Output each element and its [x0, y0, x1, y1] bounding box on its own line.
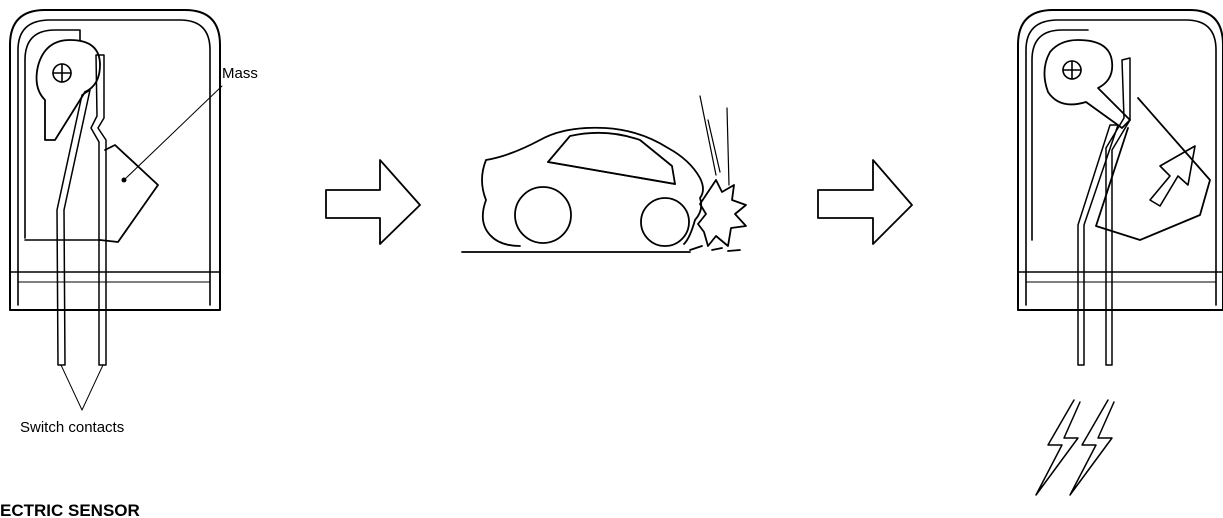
switch-contact-left — [56, 89, 91, 366]
crash-car — [461, 95, 747, 253]
switch-contact-right — [90, 54, 107, 366]
motion-arrow-icon — [1149, 145, 1196, 207]
switch-contacts-label: Switch contacts — [20, 419, 124, 436]
mass-label: Mass — [222, 65, 258, 82]
switch-contact-right — [1105, 57, 1131, 366]
right-arrow-icon — [817, 159, 913, 245]
mass-leader-line — [123, 85, 223, 181]
right-arrow-icon — [325, 159, 421, 245]
sensor-idle — [9, 9, 223, 411]
mass-block — [99, 144, 159, 243]
switch-contact-left — [1077, 124, 1119, 366]
mass-block — [1095, 97, 1211, 241]
wheel-rear — [514, 186, 572, 244]
section-caption: ECTRIC SENSOR — [0, 501, 140, 518]
car-window — [547, 131, 676, 185]
car-body — [481, 126, 704, 247]
sensor-housing-inner — [1025, 19, 1217, 306]
mass-frame — [24, 29, 101, 241]
lightning-bolt-icon — [1069, 399, 1115, 496]
sensor-housing-outer — [9, 9, 221, 311]
lightning-bolt-icon — [1035, 399, 1081, 496]
wheel-front — [640, 197, 690, 247]
impact-burst — [697, 179, 747, 247]
motion-line — [699, 95, 717, 176]
sensor-housing-inner — [17, 19, 211, 306]
rotor — [1043, 39, 1131, 129]
sensor-housing-outer — [1017, 9, 1223, 311]
sensor-triggered — [1017, 9, 1223, 496]
